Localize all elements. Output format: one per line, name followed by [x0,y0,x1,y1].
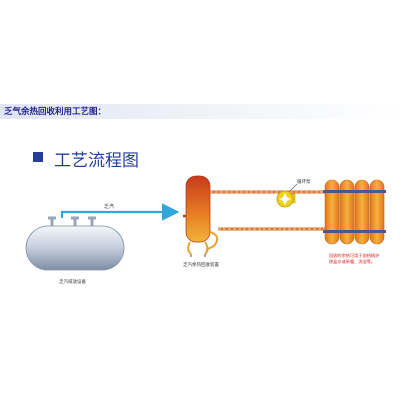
steam-source-tank [25,216,125,271]
steam-flow-arrow [60,203,180,221]
source-equipment-label: 乏汽排放设备 [59,278,86,285]
circulation-pump-icon [276,190,296,208]
section-bullet [33,152,43,162]
recovery-unit-label: 乏汽余热回收装置 [183,261,219,268]
note-line-1: 回收的余热可用于加热锅炉 [329,252,379,259]
heat-recovery-vessel [183,175,219,257]
page-title: 乏气余热回收利用工艺图： [4,107,107,117]
header-band [0,104,400,119]
note-line-2: 除盐水或采暖、洗浴等。 [329,258,375,265]
radiator-heat-exchanger [323,179,386,245]
section-title: 工艺流程图 [54,151,139,171]
steam-pipe-label: 乏汽 [104,203,114,210]
pump-label: 循环泵 [297,178,311,185]
